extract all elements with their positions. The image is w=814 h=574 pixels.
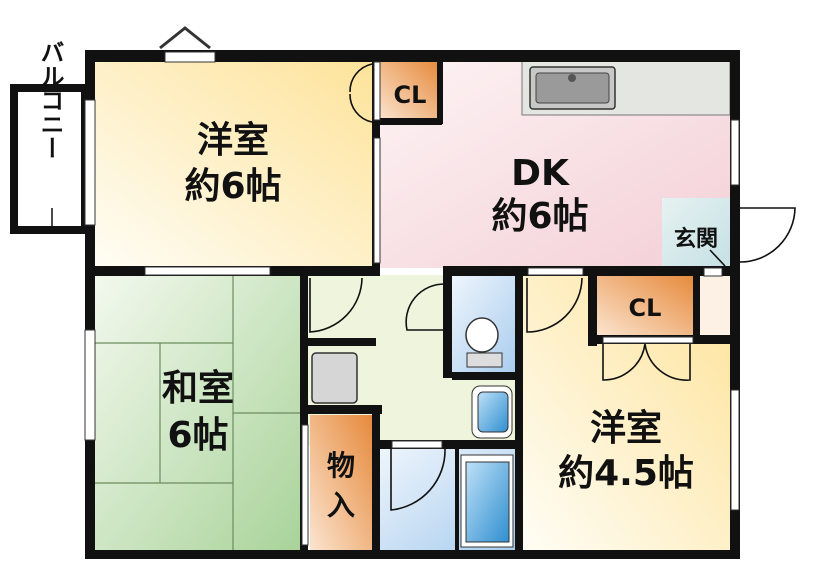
- bathtub-icon: [460, 454, 514, 548]
- doors: [309, 63, 796, 511]
- room-western-1: [95, 62, 375, 268]
- room-closet-1: [380, 62, 440, 120]
- balcony-label: バルコニー: [36, 40, 64, 160]
- windows: [84, 26, 740, 546]
- entrance-label: 玄関: [674, 226, 718, 252]
- closet-2-label: CL: [629, 294, 662, 322]
- room-closet-2: [597, 275, 693, 335]
- western-1-size: 約6帖: [184, 166, 281, 207]
- toilet-icon: [465, 317, 503, 368]
- western-2-name: 洋室: [590, 408, 662, 449]
- storage-label-1: 物: [327, 449, 355, 482]
- japanese-name: 和室: [162, 368, 234, 409]
- dk-size: 約6帖: [491, 196, 588, 237]
- washer-icon: [311, 352, 358, 404]
- room-closet-small: [700, 275, 730, 335]
- room-storage: [310, 415, 372, 550]
- washbasin-icon: [471, 385, 513, 439]
- closet-1-label: CL: [394, 81, 427, 109]
- western-1-name: 洋室: [197, 120, 269, 161]
- dk-name: DK: [511, 153, 570, 194]
- japanese-size: 6帖: [167, 415, 228, 456]
- storage-label-2: 入: [327, 489, 355, 522]
- tatami-lines: [95, 275, 300, 550]
- room-entrance: [662, 198, 730, 268]
- western-2-size: 約4.5帖: [558, 453, 694, 494]
